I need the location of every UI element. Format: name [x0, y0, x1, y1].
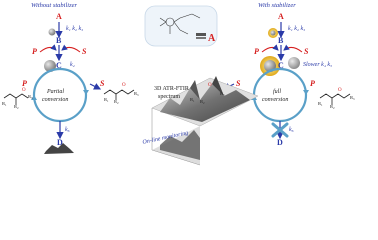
right-cycle-label-2: conversion	[262, 97, 289, 103]
right-product-r2: R₂	[330, 104, 335, 109]
catalyst-label: A	[208, 33, 216, 44]
right-rate-mid: Slower k₄ k₅	[303, 62, 333, 68]
right-substrate-r2: R₂	[200, 99, 205, 104]
right-node-s-cycle: S	[236, 79, 241, 88]
left-substrate-structure-icon	[103, 89, 135, 100]
right-substrate-r3: R₃	[220, 91, 225, 96]
catalyst-inset	[144, 5, 218, 47]
right-node-a: A	[278, 12, 284, 21]
left-product-o: O	[22, 88, 26, 93]
right-node-p: P	[254, 47, 259, 56]
left-node-s-cycle: S	[100, 79, 105, 88]
left-node-c: C	[56, 61, 62, 70]
right-cycle-label-1: full	[273, 89, 282, 95]
right-substrate-o: O	[208, 83, 212, 88]
left-arrow-p	[39, 44, 57, 53]
right-node-p-cycle: P	[310, 79, 315, 88]
left-product-r1: R₁	[2, 101, 7, 106]
left-cycle-ring	[32, 67, 88, 123]
left-arrow-s	[61, 44, 81, 53]
left-node-s: S	[82, 47, 87, 56]
mechanism-scheme: Without stabilizer A B k₁ k₂ k₃ P S C k₄…	[2, 2, 355, 166]
ftir-surface-plot	[151, 76, 259, 166]
left-rate-mid: k₄	[70, 62, 75, 68]
left-product-r3: R₃	[28, 94, 33, 99]
right-product-r3: R₃	[350, 95, 355, 100]
left-small-sphere-icon	[48, 28, 56, 36]
right-product-structure-icon	[319, 93, 351, 105]
right-rates-top: k₁ k₂ k₃	[288, 26, 306, 32]
scheme-graphics	[3, 5, 351, 166]
right-node-b: B	[278, 36, 284, 45]
right-node-s: S	[304, 47, 309, 56]
left-cycle-label-2: conversion	[42, 97, 69, 103]
right-product-o: O	[338, 88, 342, 93]
left-node-p: P	[32, 47, 37, 56]
left-node-a: A	[56, 12, 62, 21]
left-node-p-cycle: P	[22, 79, 27, 88]
right-heading: With stabilizer	[258, 2, 296, 9]
left-product-r2: R₂	[14, 104, 19, 109]
right-product-r1: R₁	[318, 101, 323, 106]
right-node-d: D	[277, 138, 283, 147]
right-blocked-cross-icon	[271, 122, 289, 138]
catalyst-structure-icon	[159, 13, 201, 35]
ftir-title-1: 3D ATR-FTIR	[154, 86, 189, 92]
left-rates-top: k₁ k₂ k₃	[66, 26, 84, 32]
ftir-title-2: spectrum	[158, 94, 180, 100]
left-rate-bottom: k₆	[65, 127, 70, 133]
right-node-c: C	[278, 61, 284, 70]
left-cycle-label-1: Partial	[47, 89, 65, 95]
left-product-structure-icon	[3, 93, 29, 105]
left-node-d: D	[57, 138, 63, 147]
left-heading: Without stabilizer	[31, 2, 78, 9]
left-substrate-r1: R₁	[104, 97, 109, 102]
left-deactivated-debris-icon	[44, 143, 74, 154]
left-cycle	[3, 22, 135, 154]
right-substrate-r1: R₁	[190, 97, 195, 102]
left-substrate-o: O	[122, 83, 126, 88]
right-rate-bottom: k₆	[289, 127, 294, 133]
left-node-b: B	[56, 36, 62, 45]
left-substrate-r2: R₂	[114, 99, 119, 104]
left-substrate-r3: R₃	[134, 91, 139, 96]
right-cycle-ring	[252, 67, 308, 123]
